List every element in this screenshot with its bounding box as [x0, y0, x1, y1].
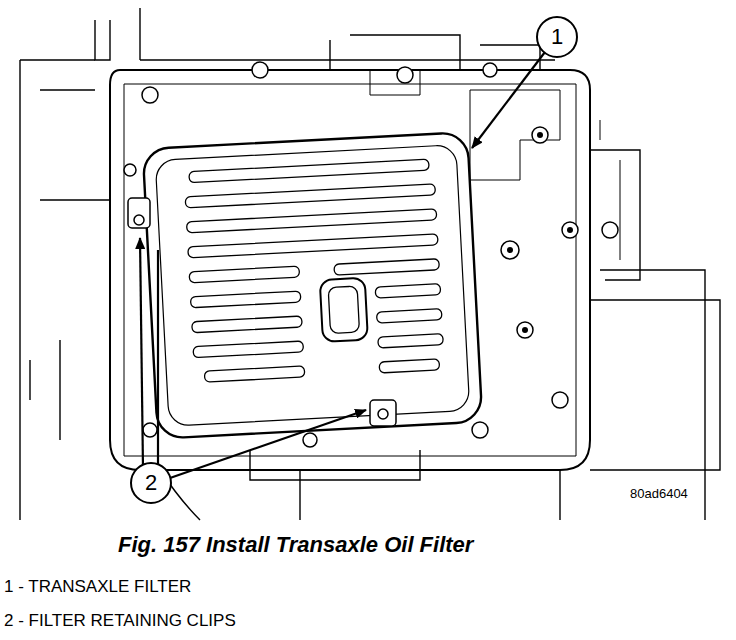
callout-number: 2 [145, 472, 157, 494]
legend-entry: 2 - FILTER RETAINING CLIPS [4, 611, 236, 631]
figure-code: 80ad6404 [630, 486, 688, 501]
figure-caption: Fig. 157 Install Transaxle Oil Filter [118, 532, 473, 558]
callout-circle: 2 [130, 462, 172, 504]
callout-circle: 1 [536, 16, 578, 58]
callout-number: 1 [551, 26, 563, 48]
legend-entry: 1 - TRANSAXLE FILTER [4, 577, 191, 597]
